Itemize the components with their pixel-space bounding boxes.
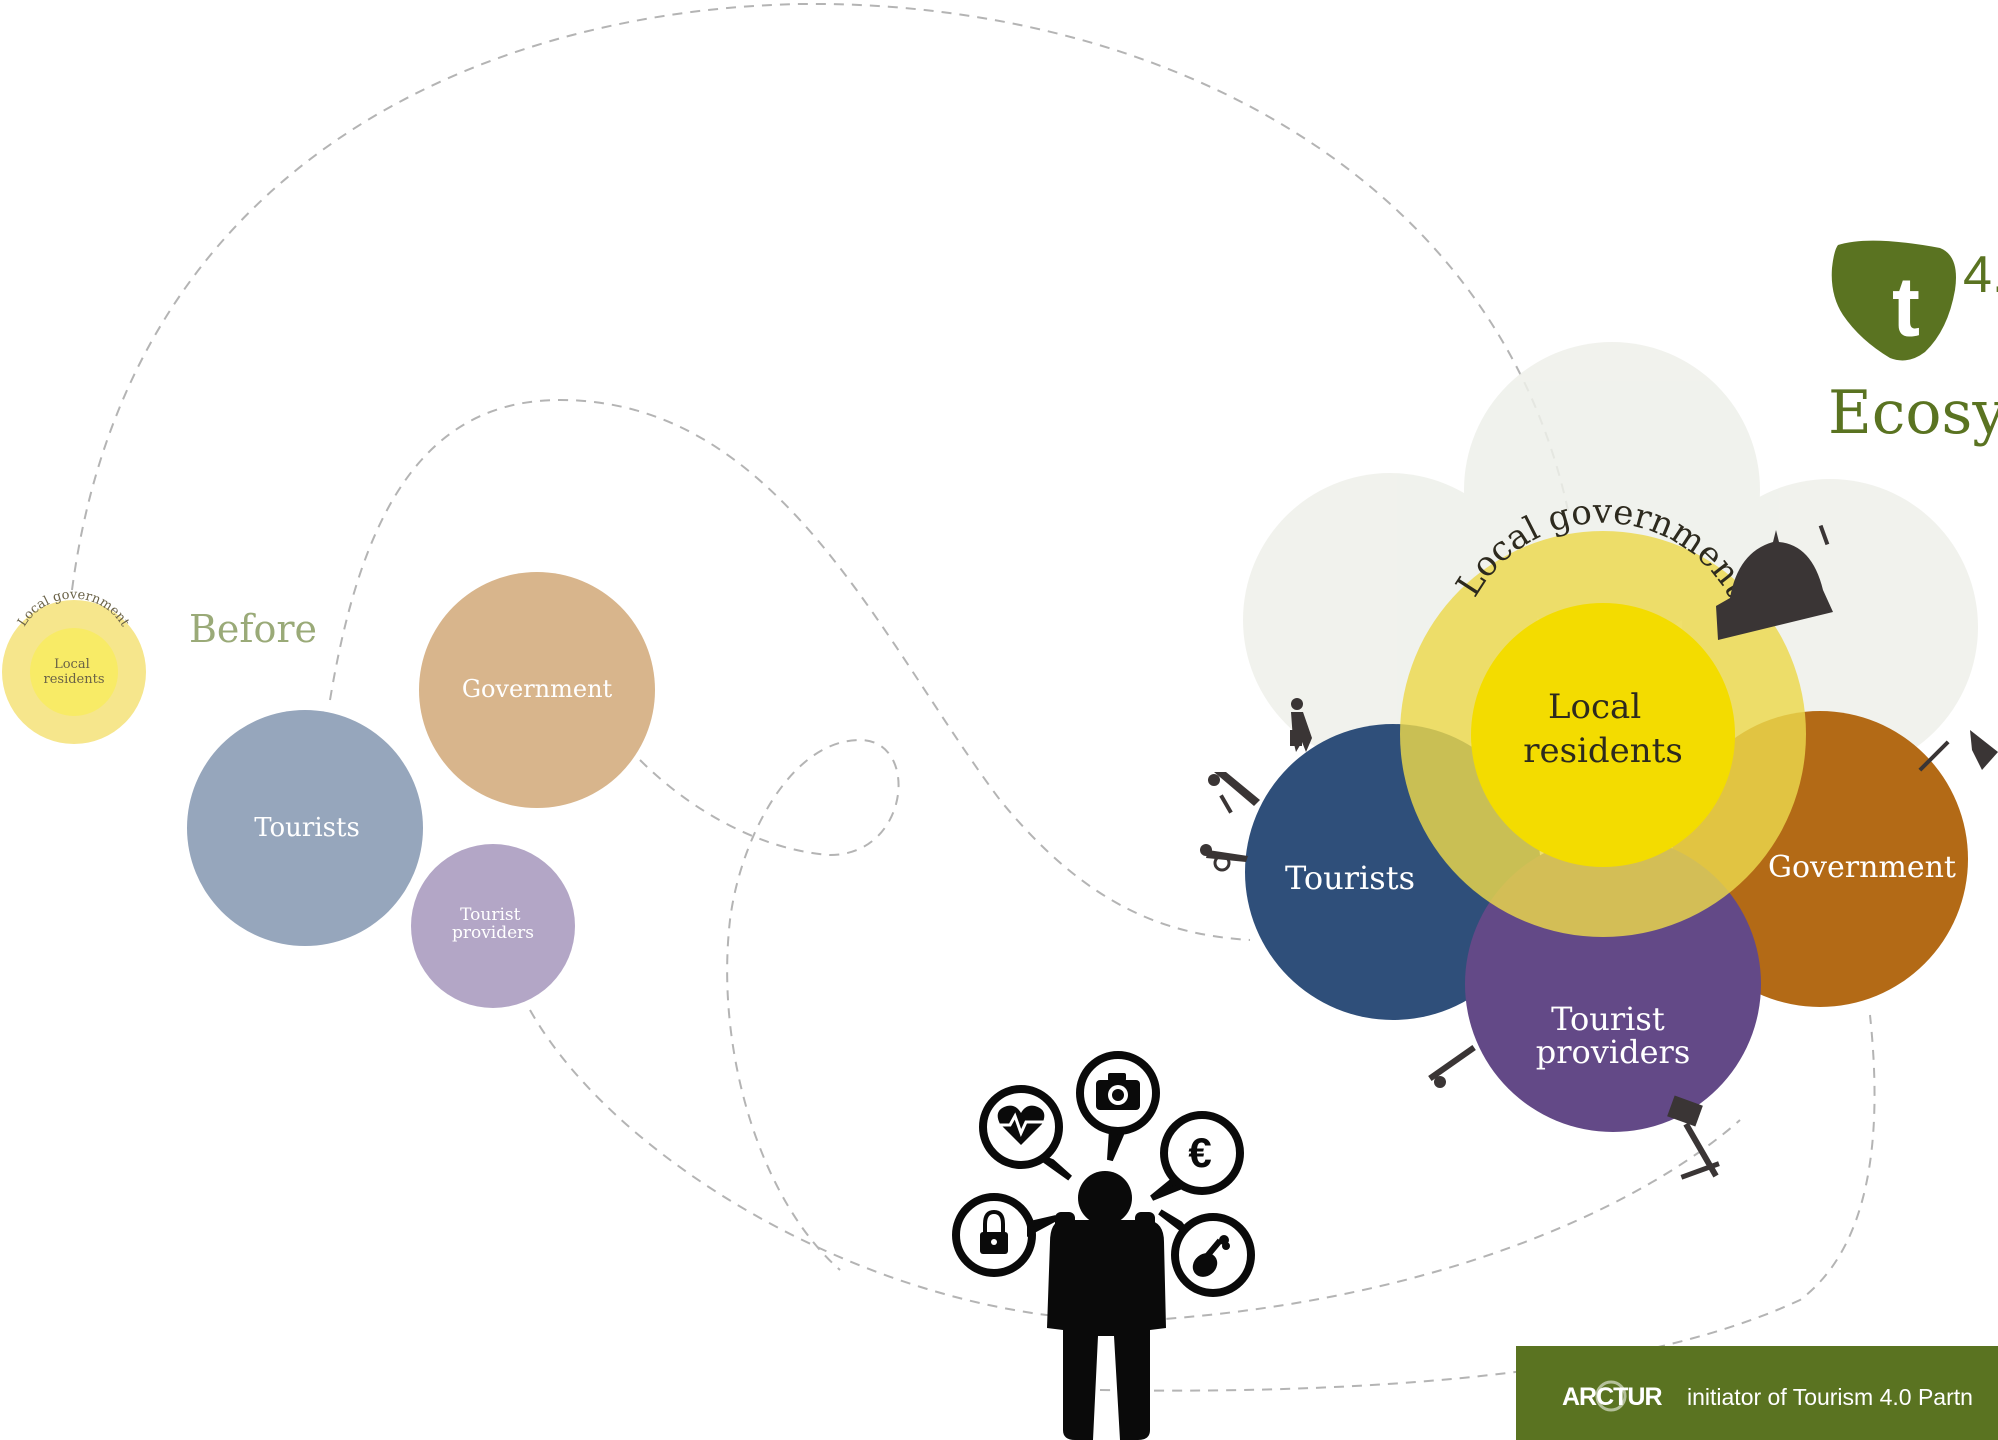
after-local-residents xyxy=(1471,603,1735,867)
backpacker-icon xyxy=(1047,1171,1166,1440)
arctur-c-icon xyxy=(1595,1380,1627,1412)
before-providers: Tourist providers xyxy=(411,844,575,1008)
tourism-logo: t 4. Ecosys xyxy=(1828,240,1998,448)
logo-mark: t xyxy=(1892,260,1920,354)
svg-text:Tourists: Tourists xyxy=(254,813,360,843)
lounger-icon xyxy=(1208,772,1260,814)
svg-text:Tourist providers: Tourist providers xyxy=(452,905,534,943)
before-local-group: Local government Local residents xyxy=(2,587,146,744)
before-local-residents-label: Local residents xyxy=(43,657,104,687)
after-providers-label: Tourist providers xyxy=(1536,1000,1691,1071)
logo-leaf-icon xyxy=(1831,240,1956,361)
traveler-silhouette-icon xyxy=(1290,698,1312,752)
logo-title: Ecosys xyxy=(1828,378,1998,448)
euro-icon xyxy=(1160,1111,1244,1195)
svg-text:Government: Government xyxy=(462,675,613,703)
after-tourists-label: Tourists xyxy=(1285,859,1415,897)
before-cluster: Before Local government Local residents … xyxy=(2,572,655,1008)
footer-text: initiator of Tourism 4.0 Partn xyxy=(1687,1384,1973,1410)
capitol-icon xyxy=(1716,524,1833,640)
rifle-icon xyxy=(1428,1045,1476,1088)
footer-brand: ARCTUR xyxy=(1562,1383,1662,1411)
snow-cannon-icon xyxy=(1667,1095,1720,1180)
traveler-figure: € xyxy=(952,1051,1255,1440)
after-local-residents-label: Local residents xyxy=(1523,687,1683,771)
cyclist-icon xyxy=(1200,844,1248,872)
footer-bar: ARCTUR initiator of Tourism 4.0 Partn xyxy=(1516,1346,1998,1440)
before-government: Government xyxy=(419,572,655,808)
before-title: Before xyxy=(189,607,317,651)
svg-text:€: € xyxy=(1188,1129,1211,1176)
after-government-label: Government xyxy=(1768,850,1956,885)
before-tourists: Tourists xyxy=(187,710,423,946)
flag-icon xyxy=(1918,730,1998,772)
logo-number: 4. xyxy=(1963,246,1998,304)
after-cluster: Local government Local residents Tourist… xyxy=(1200,342,1998,1180)
